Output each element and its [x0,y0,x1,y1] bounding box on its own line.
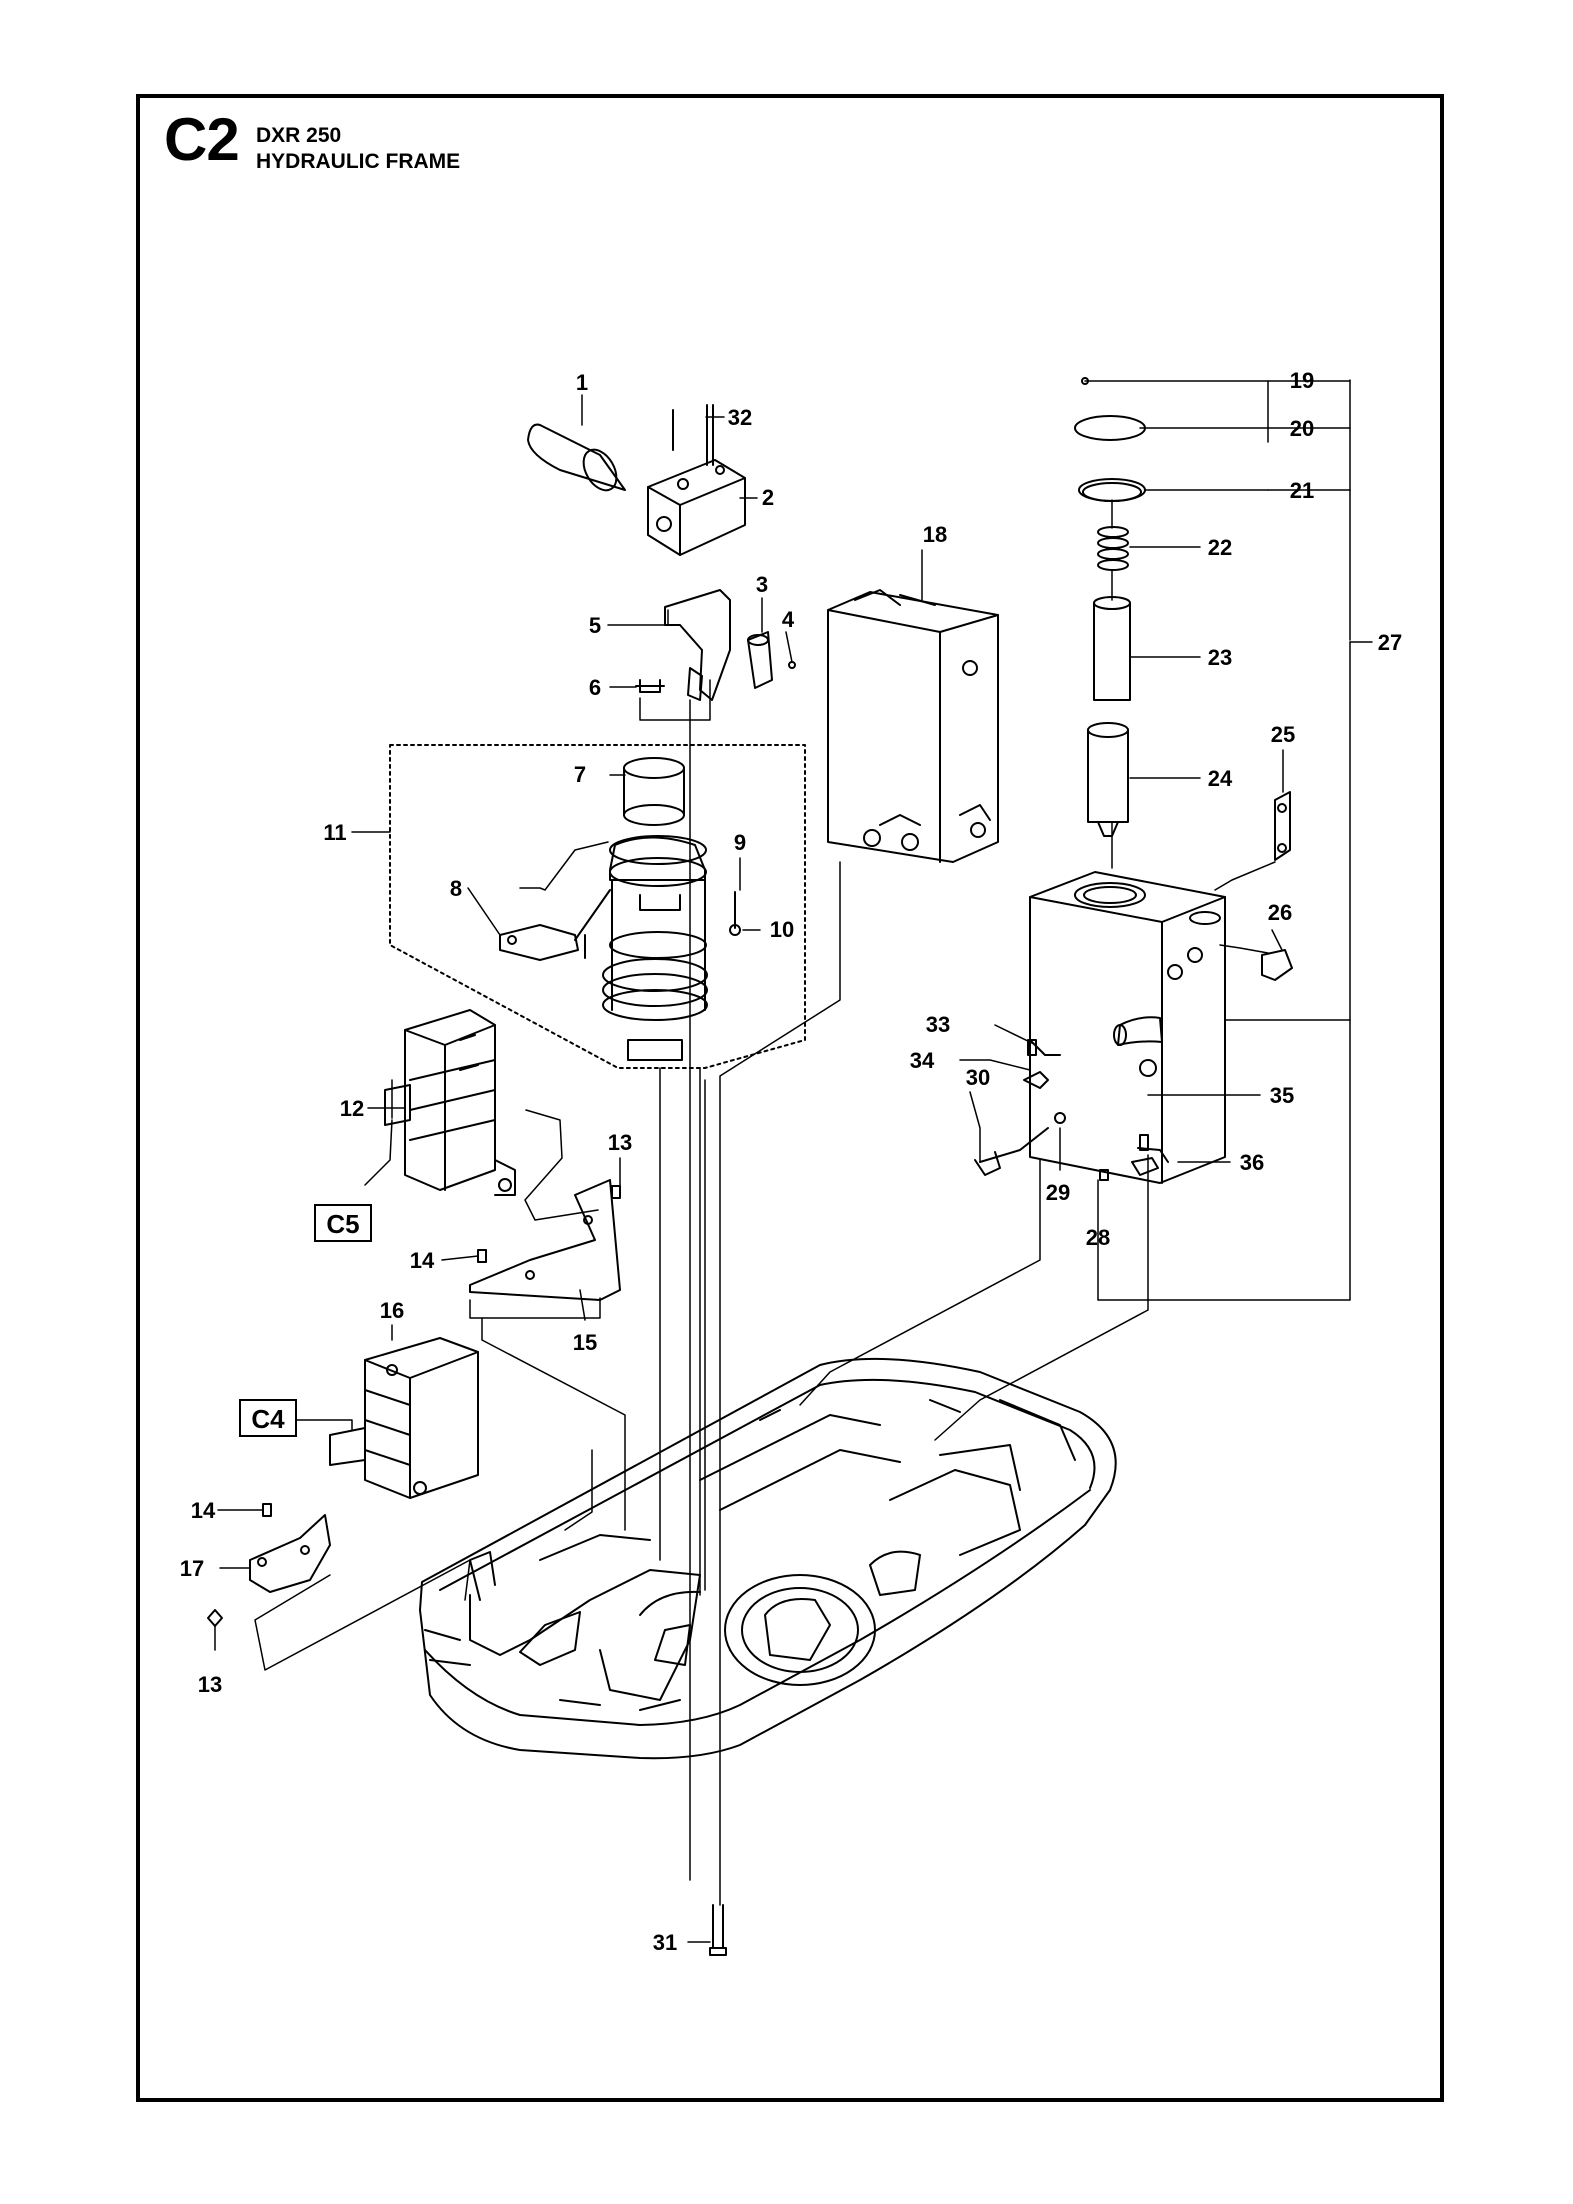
small-parts-drawing [672,404,1159,1956]
cross-ref-c4: C4 [239,1399,297,1437]
part-12-valve-drawing [384,1009,516,1196]
callout-34: 34 [910,1048,935,1073]
callout-19: 19 [1290,368,1314,393]
callout-17: 17 [180,1556,204,1581]
callout-labels: 1 2 3 4 5 6 7 8 9 10 11 12 13 13 14 14 1… [180,368,1402,1955]
callout-11: 11 [323,820,346,845]
filter-stack-drawing [1074,377,1146,837]
callout-7: 7 [574,762,586,787]
callout-29: 29 [1046,1180,1070,1205]
callout-21: 21 [1290,478,1314,503]
callout-24: 24 [1208,766,1233,791]
callout-25: 25 [1271,722,1295,747]
callout-4: 4 [782,607,795,632]
callout-5: 5 [589,613,601,638]
tank-drawing [1029,871,1226,1184]
group-11-outline [389,744,806,1069]
cross-ref-c5: C5 [314,1204,372,1242]
cross-ref-c5-label: C5 [326,1209,359,1239]
callout-8: 8 [450,876,462,901]
cross-ref-c4-label: C4 [251,1404,285,1434]
page-frame [136,94,1444,2102]
callout-14-lower: 14 [191,1498,216,1523]
assembly-lines [254,499,1276,1906]
callout-30: 30 [966,1065,990,1090]
callout-32: 32 [728,405,752,430]
part-16-valve-drawing [329,1337,479,1499]
part-15-bracket-drawing [469,1179,621,1301]
part-18-drawing [827,589,999,863]
callout-1: 1 [576,370,588,395]
leader-lines [214,379,1373,1943]
callout-18: 18 [923,522,947,547]
part-17-bracket-drawing [249,1514,331,1593]
callout-36: 36 [1240,1150,1264,1175]
callout-22: 22 [1208,535,1232,560]
callout-9: 9 [734,830,746,855]
part-25-26-drawing [1261,791,1293,981]
callout-2: 2 [762,485,774,510]
callout-14-upper: 14 [410,1248,435,1273]
model-name: DXR 250 [256,124,342,147]
callout-20: 20 [1290,416,1314,441]
callout-27: 27 [1378,630,1402,655]
callout-12: 12 [340,1096,364,1121]
callout-33: 33 [926,1012,950,1037]
upper-frame-drawing [419,1357,1117,1760]
part-1-2-drawing [527,423,746,556]
bolts-13-14-drawing [207,1185,621,1627]
callout-13-lower: 13 [198,1672,222,1697]
callout-10: 10 [770,917,794,942]
callout-31: 31 [653,1930,677,1955]
section-title: HYDRAULIC FRAME [256,150,461,173]
callout-15: 15 [573,1330,597,1355]
callout-13-upper: 13 [608,1130,632,1155]
callout-28: 28 [1086,1225,1110,1250]
callout-6: 6 [589,675,601,700]
callout-3: 3 [756,572,768,597]
callout-23: 23 [1208,645,1232,670]
part-3-6-drawing [635,589,796,701]
callout-35: 35 [1270,1083,1294,1108]
swivel-assembly-drawing [499,757,741,1061]
callout-16: 16 [380,1298,404,1323]
section-code: C2 [164,106,240,173]
callout-26: 26 [1268,900,1292,925]
